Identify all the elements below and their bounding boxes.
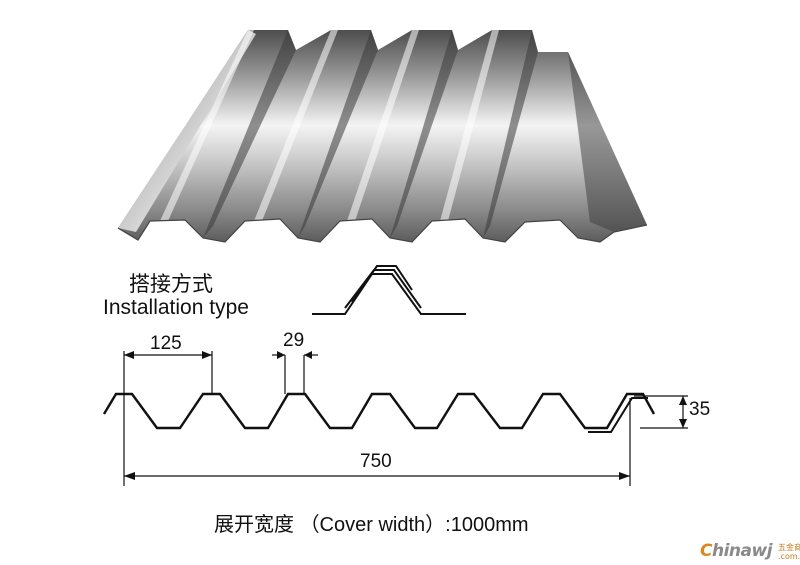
dimension-span: 750	[360, 451, 392, 472]
watermark-brand: Chinawj	[700, 541, 773, 561]
dimension-height: 35	[689, 399, 711, 420]
sheet-edge-bottom	[117, 218, 648, 243]
installation-type-label-en: Installation type	[103, 296, 249, 319]
cover-width-label-cn: 展开宽度	[214, 512, 294, 536]
cover-width-value: 1000mm	[450, 514, 529, 536]
sheet-flange	[118, 30, 256, 232]
cross-section-profile	[102, 392, 656, 430]
rib-shading	[160, 30, 647, 238]
overlap-profile	[312, 265, 466, 315]
cover-width-separator: :	[445, 514, 451, 536]
dimension-lines	[123, 351, 688, 486]
dimension-pitch: 125	[150, 333, 182, 354]
watermark-site: 五金商机网 .com.cn	[778, 543, 800, 561]
dimension-arrows	[124, 351, 687, 480]
watermark-logo: Chinawj 五金商机网 .com.cn	[700, 541, 800, 561]
cover-width-line: 展开宽度 （Cover width）:1000mm	[214, 508, 529, 537]
cover-width-label-en: （Cover width）	[299, 514, 446, 536]
dimension-rib-top: 29	[283, 330, 305, 351]
overlap-tail	[588, 397, 648, 433]
installation-type-label-cn: 搭接方式	[129, 272, 213, 296]
